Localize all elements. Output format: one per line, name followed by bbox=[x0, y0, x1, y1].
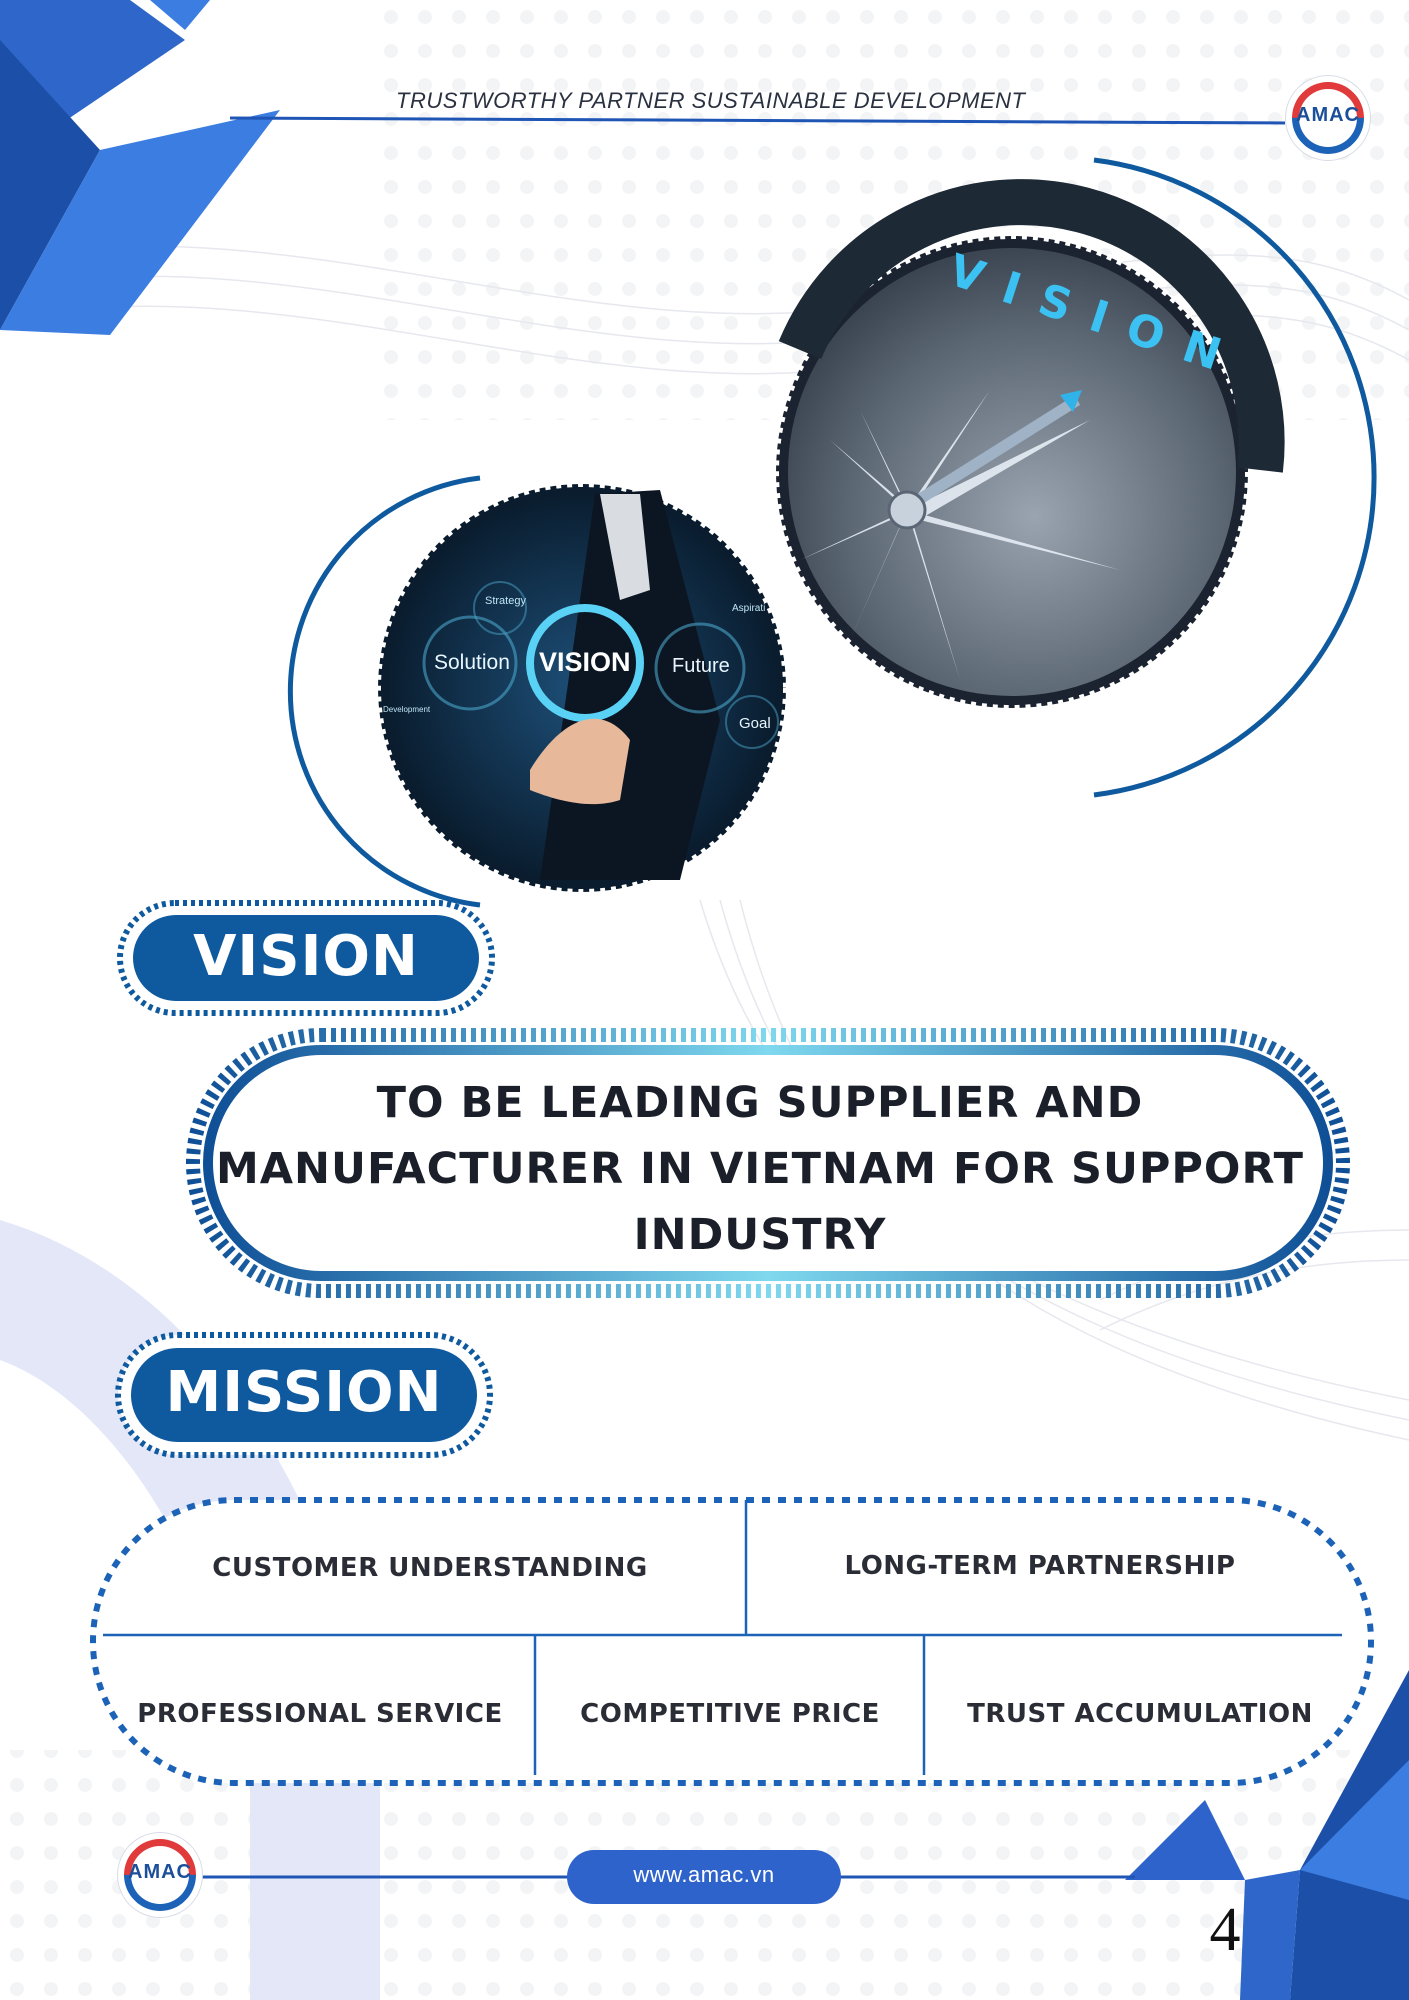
mission-item-customer-understanding: CUSTOMER UNDERSTANDING bbox=[212, 1553, 648, 1583]
mission-item-trust-accumulation: TRUST ACCUMULATION bbox=[967, 1699, 1313, 1729]
header-tagline: TRUSTWORTHY PARTNER SUSTAINABLE DEVELOPM… bbox=[396, 88, 1026, 113]
website-link[interactable] bbox=[567, 1850, 841, 1904]
mission-title: MISSION bbox=[165, 1360, 443, 1425]
vision-statement-line: MANUFACTURER IN VIETNAM FOR SUPPORT bbox=[215, 1144, 1305, 1194]
footer-amac-logo: AMAC bbox=[118, 1833, 202, 1917]
page-number: 4 bbox=[1209, 1896, 1241, 1964]
amac-logo: AMAC bbox=[1286, 76, 1370, 160]
vision-statement-line: INDUSTRY bbox=[633, 1210, 887, 1260]
vision-statement: TO BE LEADING SUPPLIER AND MANUFACTURER … bbox=[200, 1070, 1320, 1268]
mission-item-long-term-partnership: LONG-TERM PARTNERSHIP bbox=[844, 1551, 1236, 1581]
vision-statement-line: TO BE LEADING SUPPLIER AND bbox=[376, 1078, 1144, 1128]
mission-item-professional-service: PROFESSIONAL SERVICE bbox=[137, 1699, 503, 1729]
website-link-text[interactable]: www.amac.vn bbox=[633, 1862, 775, 1887]
vision-title: VISION bbox=[193, 924, 419, 989]
compass-image bbox=[773, 179, 1285, 711]
mission-item-competitive-price: COMPETITIVE PRICE bbox=[580, 1699, 880, 1729]
vision-hand-image bbox=[375, 481, 789, 895]
